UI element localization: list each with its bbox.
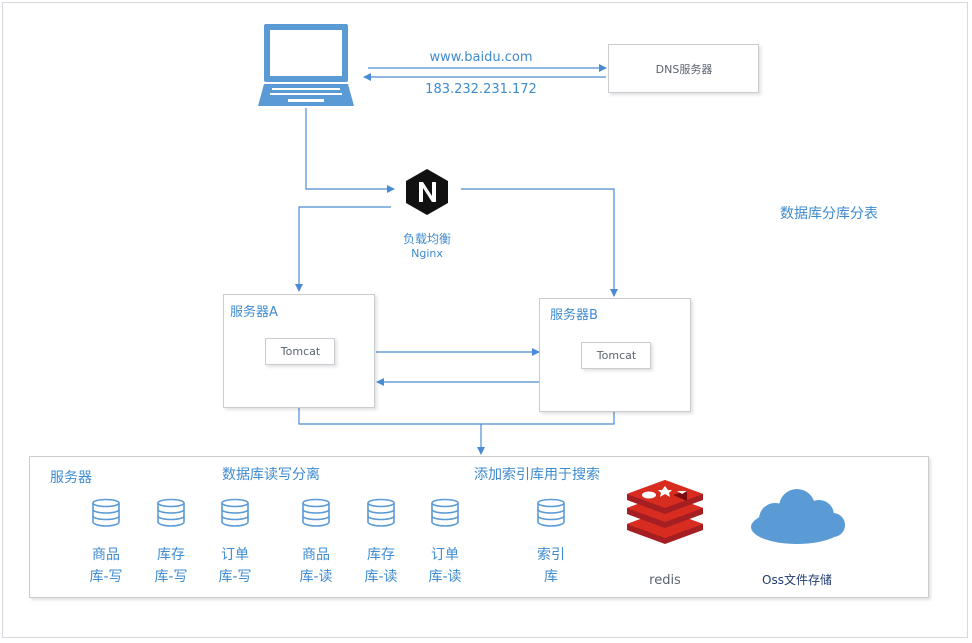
database-icon (536, 498, 566, 528)
nginx-icon (404, 168, 450, 216)
server-b-label: 服务器B (550, 308, 598, 323)
database-label-line1: 索引 (537, 547, 565, 563)
database-icon (301, 498, 331, 528)
laptop-icon (258, 22, 354, 108)
database-icon (220, 498, 250, 528)
diagram-title: 数据库分库分表 (780, 206, 878, 222)
server-a-tomcat-box: Tomcat (265, 338, 335, 365)
database-icon (91, 498, 121, 528)
database-icon (430, 498, 460, 528)
dns-request-url: www.baidu.com (429, 50, 533, 65)
storage-server-label: 服务器 (50, 470, 92, 486)
dns-server-label: DNS服务器 (655, 63, 713, 76)
client-to-nginx-arrow (305, 108, 395, 193)
database-label-line2: 库-读 (299, 569, 333, 585)
database-label-line2: 库-写 (89, 569, 123, 585)
dns-server-box: DNS服务器 (608, 44, 759, 93)
database-icon (366, 498, 396, 528)
dns-response-ip: 183.232.231.172 (425, 82, 537, 97)
database-label-line2: 库-写 (154, 569, 188, 585)
server-b-tomcat-label: Tomcat (596, 349, 637, 362)
nginx-name-label: Nginx (411, 247, 443, 260)
server-b-box: 服务器B Tomcat (539, 298, 691, 412)
database-label-line2: 库-写 (218, 569, 252, 585)
cloud-icon (747, 489, 847, 545)
server-a-tomcat-label: Tomcat (280, 345, 321, 358)
server-a-box: 服务器A Tomcat (223, 294, 375, 408)
database-label-line1: 商品 (92, 547, 120, 563)
database-label-line1: 商品 (302, 547, 330, 563)
nginx-role-label: 负载均衡 (402, 232, 451, 246)
server-a-label: 服务器A (230, 305, 278, 320)
database-icon (156, 498, 186, 528)
database-label-line1: 订单 (431, 547, 459, 563)
database-label-line2: 库-读 (364, 569, 398, 585)
server-b-tomcat-box: Tomcat (581, 342, 651, 369)
read-write-split-title: 数据库读写分离 (222, 467, 320, 483)
database-label-line2: 库 (544, 569, 558, 585)
nginx-to-server-b-arrow (461, 188, 618, 297)
database-label-line1: 库存 (157, 547, 185, 563)
database-label-line2: 库-读 (428, 569, 462, 585)
oss-label: Oss文件存储 (762, 573, 832, 587)
redis-icon (625, 480, 705, 544)
servers-to-storage-connector (298, 407, 615, 425)
redis-label: redis (649, 573, 681, 588)
nginx-to-server-a-arrow (295, 206, 391, 292)
database-label-line1: 库存 (367, 547, 395, 563)
search-index-title: 添加索引库用于搜索 (474, 467, 600, 483)
database-label-line1: 订单 (221, 547, 249, 563)
